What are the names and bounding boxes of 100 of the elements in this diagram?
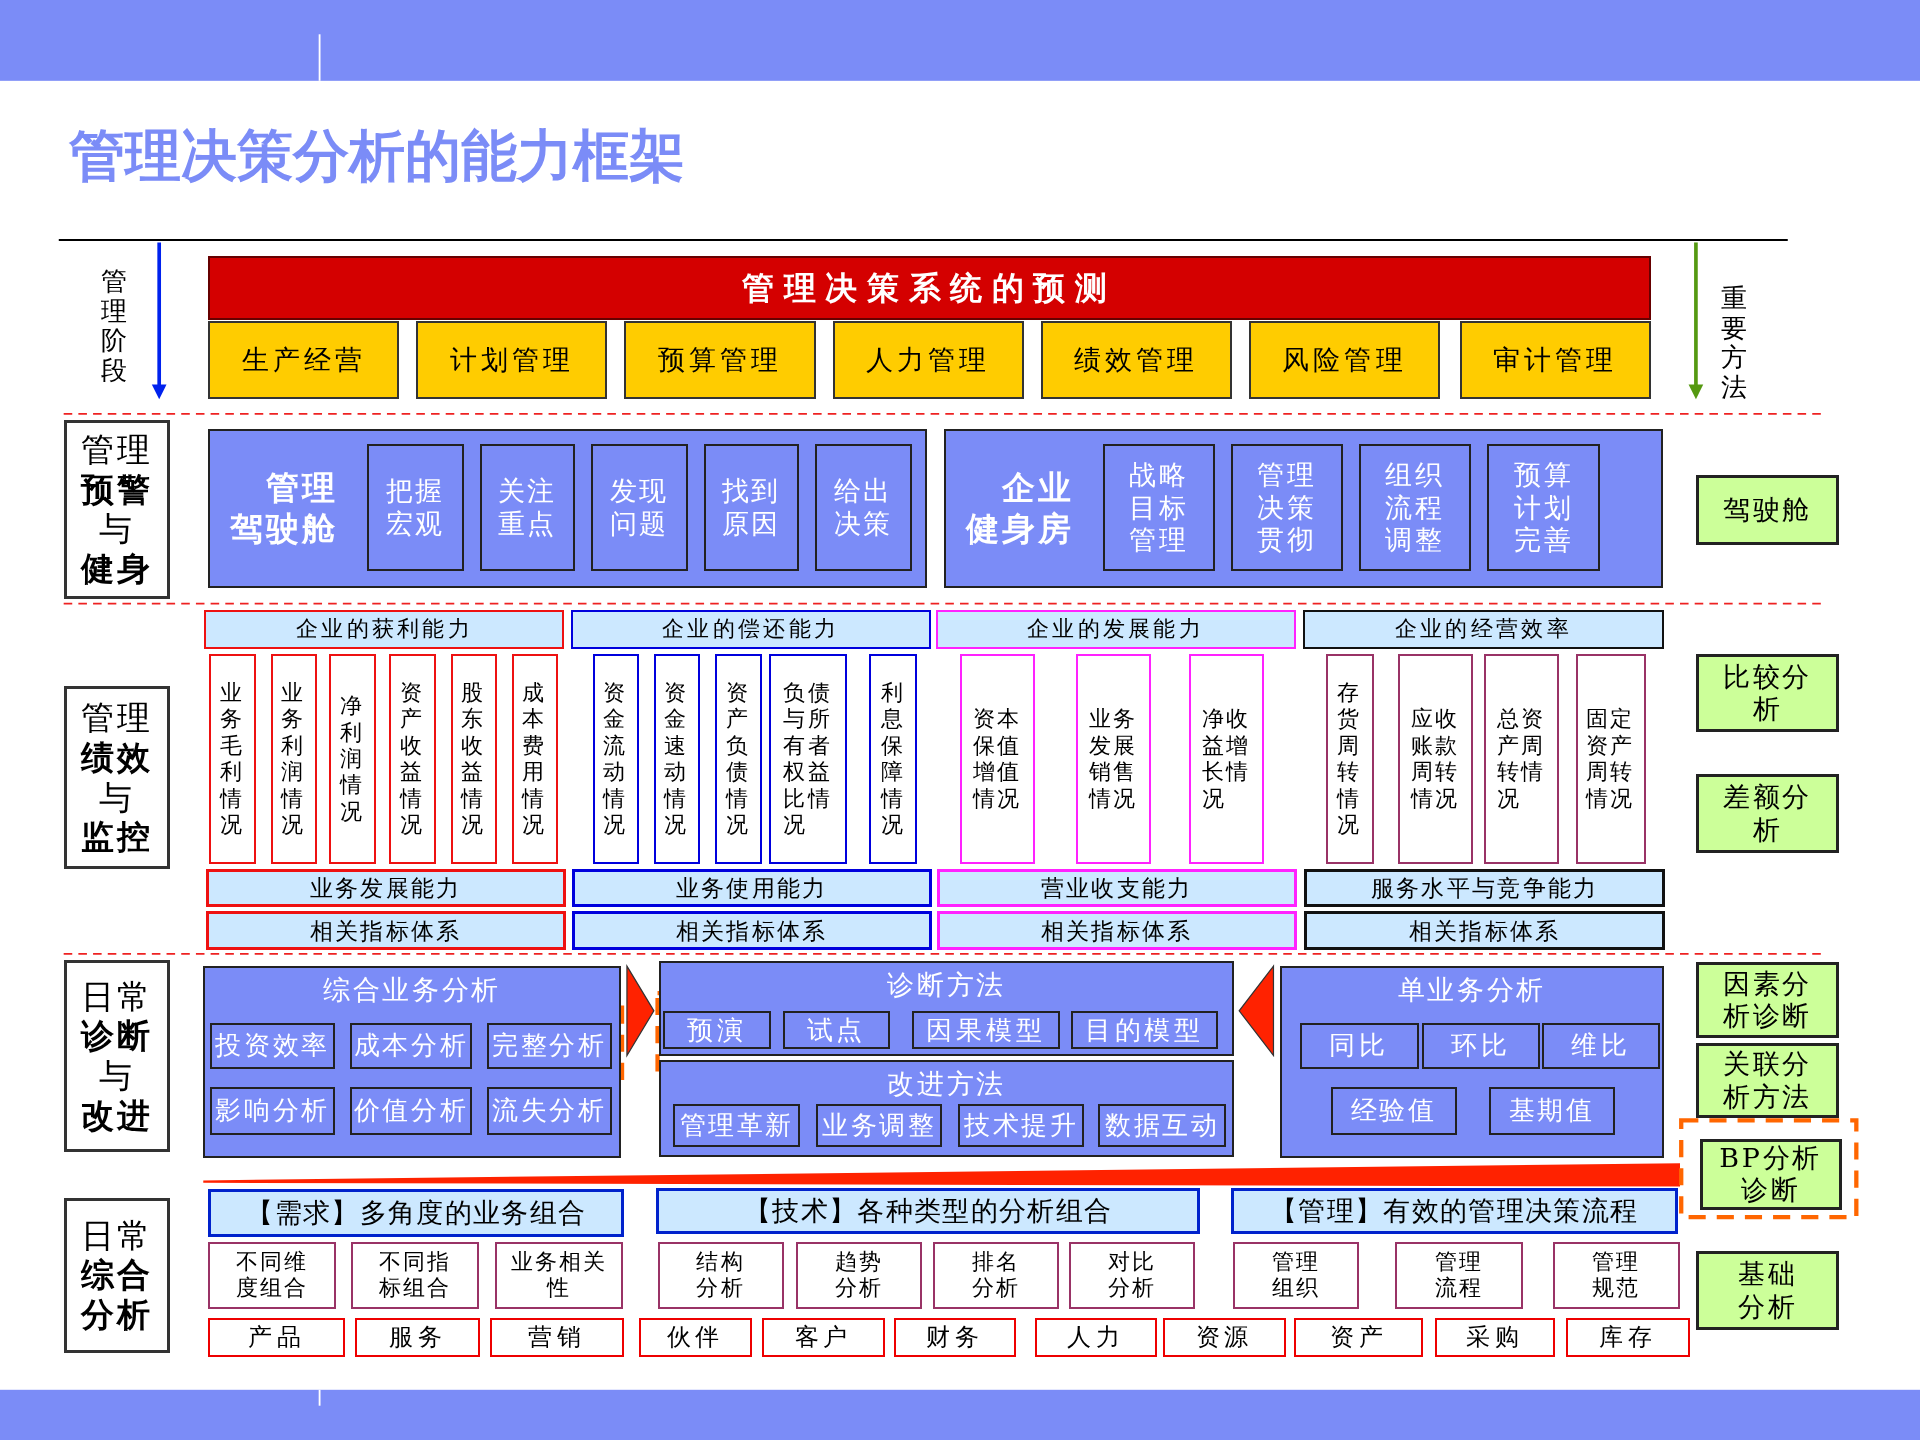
panel-title: 管理驾驶舱 [229,466,340,550]
item-box: 影响分析 [210,1086,336,1135]
category-header: 业务发展能力 [205,869,566,908]
dimension-box: 伙伴 [639,1317,752,1357]
panel [1279,966,1665,1159]
category-box: 预算管理 [624,320,816,400]
category-box: 计划管理 [416,320,608,400]
item-box: 投资效率 [210,1023,336,1069]
item-box: 完整分析 [486,1023,612,1069]
analysis-box: 管理组织 [1233,1241,1360,1309]
indicator-box: 成本费用情况 [511,653,559,865]
item-box: 价值分析 [349,1086,473,1135]
chevron-arrow [1238,964,1275,1058]
category-box: 绩效管理 [1040,320,1232,400]
stage-label: 管理阶段 [99,266,128,386]
method-box: 因素分析诊断 [1695,962,1840,1039]
item-box: 同比 [1299,1023,1419,1069]
method-box: 比较分析 [1695,653,1840,733]
dimension-box: 营销 [489,1317,625,1357]
analysis-box: 管理规范 [1552,1241,1680,1309]
indicator-box: 存货周转情况 [1326,653,1374,865]
item-box: 流失分析 [486,1086,612,1135]
analysis-box: 排名分析 [933,1241,1060,1309]
page-title: 管理决策分析的能力框架 [68,122,685,191]
method-box: 驾驶舱 [1695,475,1840,545]
indicator-box: 应收账款周转情况 [1398,653,1474,865]
item-box: 环比 [1422,1023,1540,1069]
panel [208,428,927,588]
analysis-box: 管理流程 [1394,1241,1524,1309]
item-box: 基期值 [1488,1086,1615,1135]
item-box: 试点 [783,1010,890,1049]
indicator-box: 固定资产周转情况 [1575,653,1646,865]
indicator-box: 资金流动情况 [592,653,640,865]
category-box: 人力管理 [832,320,1024,400]
item-box: 业务调整 [816,1104,943,1147]
panel [944,428,1663,588]
category-box: 生产经营 [208,320,400,400]
category-header: 相关指标体系 [1304,911,1666,951]
row-header-box: 日常综合分析 [63,1197,171,1354]
panel [203,966,621,1159]
indicator-box: 负债与所有者权益比情况 [768,653,848,865]
item-box: 战略目标管理 [1102,444,1216,572]
analysis-box: 不同维度组合 [208,1241,336,1309]
indicator-box: 业务发展销售情况 [1076,653,1151,865]
dimension-box: 资源 [1163,1317,1286,1357]
item-box: 技术提升 [958,1104,1085,1147]
row-header-box: 管理绩效与监控 [63,685,171,870]
category-header: 相关指标体系 [936,911,1297,951]
indicator-box: 净利润情况 [329,653,376,865]
method-label: 重要方法 [1719,284,1748,403]
chevron-arrow [626,963,655,1058]
category-header: 企业的经营效率 [1302,609,1665,649]
category-header: 【需求】多角度的业务组合 [208,1188,625,1237]
dimension-box: 人力 [1034,1317,1158,1357]
panel-title: 单业务分析 [1396,973,1548,1007]
dimension-box: 库存 [1566,1317,1690,1357]
category-header: 相关指标体系 [205,911,566,951]
item-box: 管理决策贯彻 [1231,444,1343,572]
category-header: 相关指标体系 [571,911,932,951]
category-header: 服务水平与竞争能力 [1304,869,1666,908]
panel-title: 改进方法 [886,1067,1007,1101]
category-header: 业务使用能力 [571,869,932,908]
indicator-box: 资产收益情况 [389,653,436,865]
category-header: 【技术】各种类型的分析组合 [656,1187,1200,1235]
category-box: 审计管理 [1459,320,1651,400]
row-header-box: 日常诊断与改进 [63,960,171,1153]
indicator-box: 利息保障情况 [869,653,918,865]
item-box: 成本分析 [349,1023,473,1069]
category-header: 企业的获利能力 [204,609,565,649]
method-box: BP分析诊断 [1699,1138,1842,1210]
indicator-box: 净收益增长情况 [1188,653,1264,865]
method-box: 差额分析 [1695,773,1840,854]
item-box: 预算计划完善 [1487,444,1600,572]
analysis-box: 结构分析 [657,1241,784,1309]
row-header-box: 管理预警与健身 [63,420,171,599]
analysis-box: 对比分析 [1068,1241,1196,1309]
method-box: 关联分析方法 [1695,1043,1840,1118]
title-band: 管理决策系统的预测 [208,255,1651,320]
dimension-box: 财务 [893,1317,1017,1357]
dimension-box: 产品 [208,1317,346,1357]
indicator-box: 业务毛利情况 [209,653,256,865]
item-box: 把握宏观 [366,444,464,572]
item-box: 因果模型 [911,1010,1060,1049]
analysis-box: 趋势分析 [795,1241,922,1309]
category-header: 企业的发展能力 [935,609,1296,649]
indicator-box: 资本保值增值情况 [960,653,1035,865]
item-box: 维比 [1542,1023,1660,1069]
item-box: 数据互动 [1097,1104,1227,1147]
panel [658,961,1235,1056]
category-header: 营业收支能力 [936,869,1297,908]
indicator-box: 资金速动情况 [653,653,701,865]
dimension-box: 服务 [355,1317,480,1357]
category-header: 【管理】有效的管理决策流程 [1230,1187,1678,1235]
panel [658,1060,1235,1158]
dimension-box: 客户 [761,1317,886,1357]
panel-title: 诊断方法 [886,968,1007,1002]
analysis-box: 不同指标组合 [351,1241,479,1309]
indicator-box: 总资产周转情况 [1484,653,1559,865]
item-box: 管理革新 [673,1104,801,1147]
item-box: 关注重点 [479,444,576,572]
